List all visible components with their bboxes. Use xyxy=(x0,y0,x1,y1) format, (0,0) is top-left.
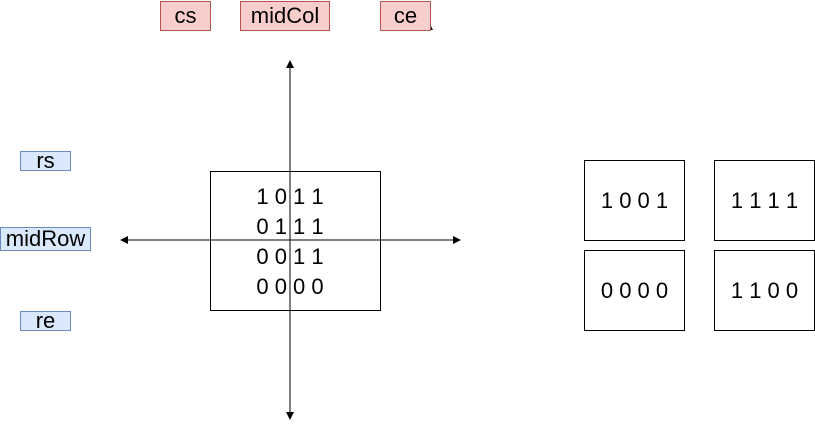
quadrant-top-left-value: 1 0 0 1 xyxy=(600,187,669,213)
matrix-row-1: 1 0 1 1 xyxy=(256,184,324,209)
matrix-row-4: 0 0 0 0 xyxy=(256,274,324,299)
quadrant-bottom-right: 1 1 0 0 xyxy=(714,250,815,331)
quadrant-bottom-left-value: 0 0 0 0 xyxy=(600,277,669,303)
row-label-rs: rs xyxy=(20,150,71,172)
col-label-cs: cs xyxy=(160,1,211,31)
matrix-box xyxy=(210,171,381,311)
col-label-midcol: midCol xyxy=(240,1,330,31)
col-label-ce: ce xyxy=(380,1,431,31)
row-label-midrow: midRow xyxy=(0,227,91,251)
quadrant-top-right-value: 1 1 1 1 xyxy=(730,187,799,213)
quadrant-top-left: 1 0 0 1 xyxy=(584,160,685,241)
quadrant-bottom-left: 0 0 0 0 xyxy=(584,250,685,331)
quadrant-bottom-right-value: 1 1 0 0 xyxy=(730,277,799,303)
quadrant-top-right: 1 1 1 1 xyxy=(714,160,815,241)
matrix-row-2: 0 1 1 1 xyxy=(256,214,324,239)
matrix-row-3: 0 0 1 1 xyxy=(256,244,324,269)
row-label-re: re xyxy=(20,310,71,332)
